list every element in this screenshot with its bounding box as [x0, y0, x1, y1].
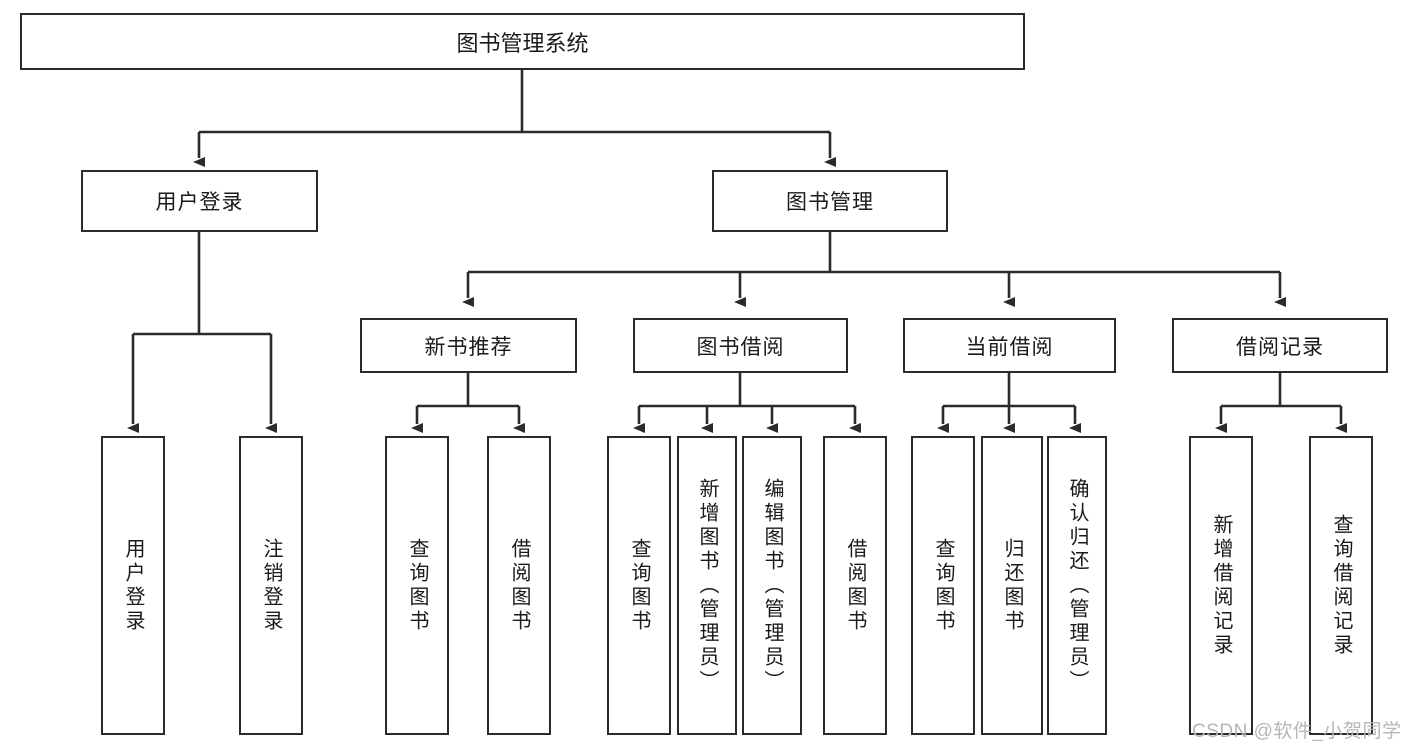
leaf-user-login-logout[interactable]: 注销登录	[239, 436, 303, 735]
node-current-borrow[interactable]: 当前借阅	[903, 318, 1116, 373]
leaf-current-return-book[interactable]: 归还图书	[981, 436, 1043, 735]
leaf-new-book-borrow[interactable]: 借阅图书	[487, 436, 551, 735]
leaf-label: 查询借阅记录	[1330, 513, 1352, 658]
leaf-label: 查询图书	[628, 537, 650, 634]
leaf-new-book-query[interactable]: 查询图书	[385, 436, 449, 735]
leaf-user-login-login[interactable]: 用户登录	[101, 436, 165, 735]
node-root-system[interactable]: 图书管理系统	[20, 13, 1025, 70]
leaf-label: 新增图书（管理员）	[696, 477, 718, 694]
leaf-label: 借阅图书	[844, 537, 866, 634]
leaf-record-add-record[interactable]: 新增借阅记录	[1189, 436, 1253, 735]
leaf-label: 确认归还（管理员）	[1066, 477, 1088, 694]
leaf-borrow-add-book-admin[interactable]: 新增图书（管理员）	[677, 436, 737, 735]
leaf-label: 查询图书	[932, 537, 954, 634]
node-book-management[interactable]: 图书管理	[712, 170, 948, 232]
leaf-label: 编辑图书（管理员）	[761, 477, 783, 694]
leaf-label: 查询图书	[406, 537, 428, 634]
leaf-label: 借阅图书	[508, 537, 530, 634]
watermark-text: CSDN @软件_小贺同学	[1192, 721, 1402, 742]
node-borrow-record[interactable]: 借阅记录	[1172, 318, 1388, 373]
leaf-label: 新增借阅记录	[1210, 513, 1232, 658]
leaf-borrow-query-book[interactable]: 查询图书	[607, 436, 671, 735]
leaf-borrow-borrow-book[interactable]: 借阅图书	[823, 436, 887, 735]
leaf-label: 注销登录	[260, 537, 282, 634]
leaf-record-query-record[interactable]: 查询借阅记录	[1309, 436, 1373, 735]
leaf-borrow-edit-book-admin[interactable]: 编辑图书（管理员）	[742, 436, 802, 735]
node-book-borrow[interactable]: 图书借阅	[633, 318, 848, 373]
leaf-current-confirm-return-admin[interactable]: 确认归还（管理员）	[1047, 436, 1107, 735]
leaf-current-query-book[interactable]: 查询图书	[911, 436, 975, 735]
node-user-login[interactable]: 用户登录	[81, 170, 318, 232]
leaf-label: 用户登录	[122, 537, 144, 634]
leaf-label: 归还图书	[1001, 537, 1023, 634]
node-new-book-recommend[interactable]: 新书推荐	[360, 318, 577, 373]
